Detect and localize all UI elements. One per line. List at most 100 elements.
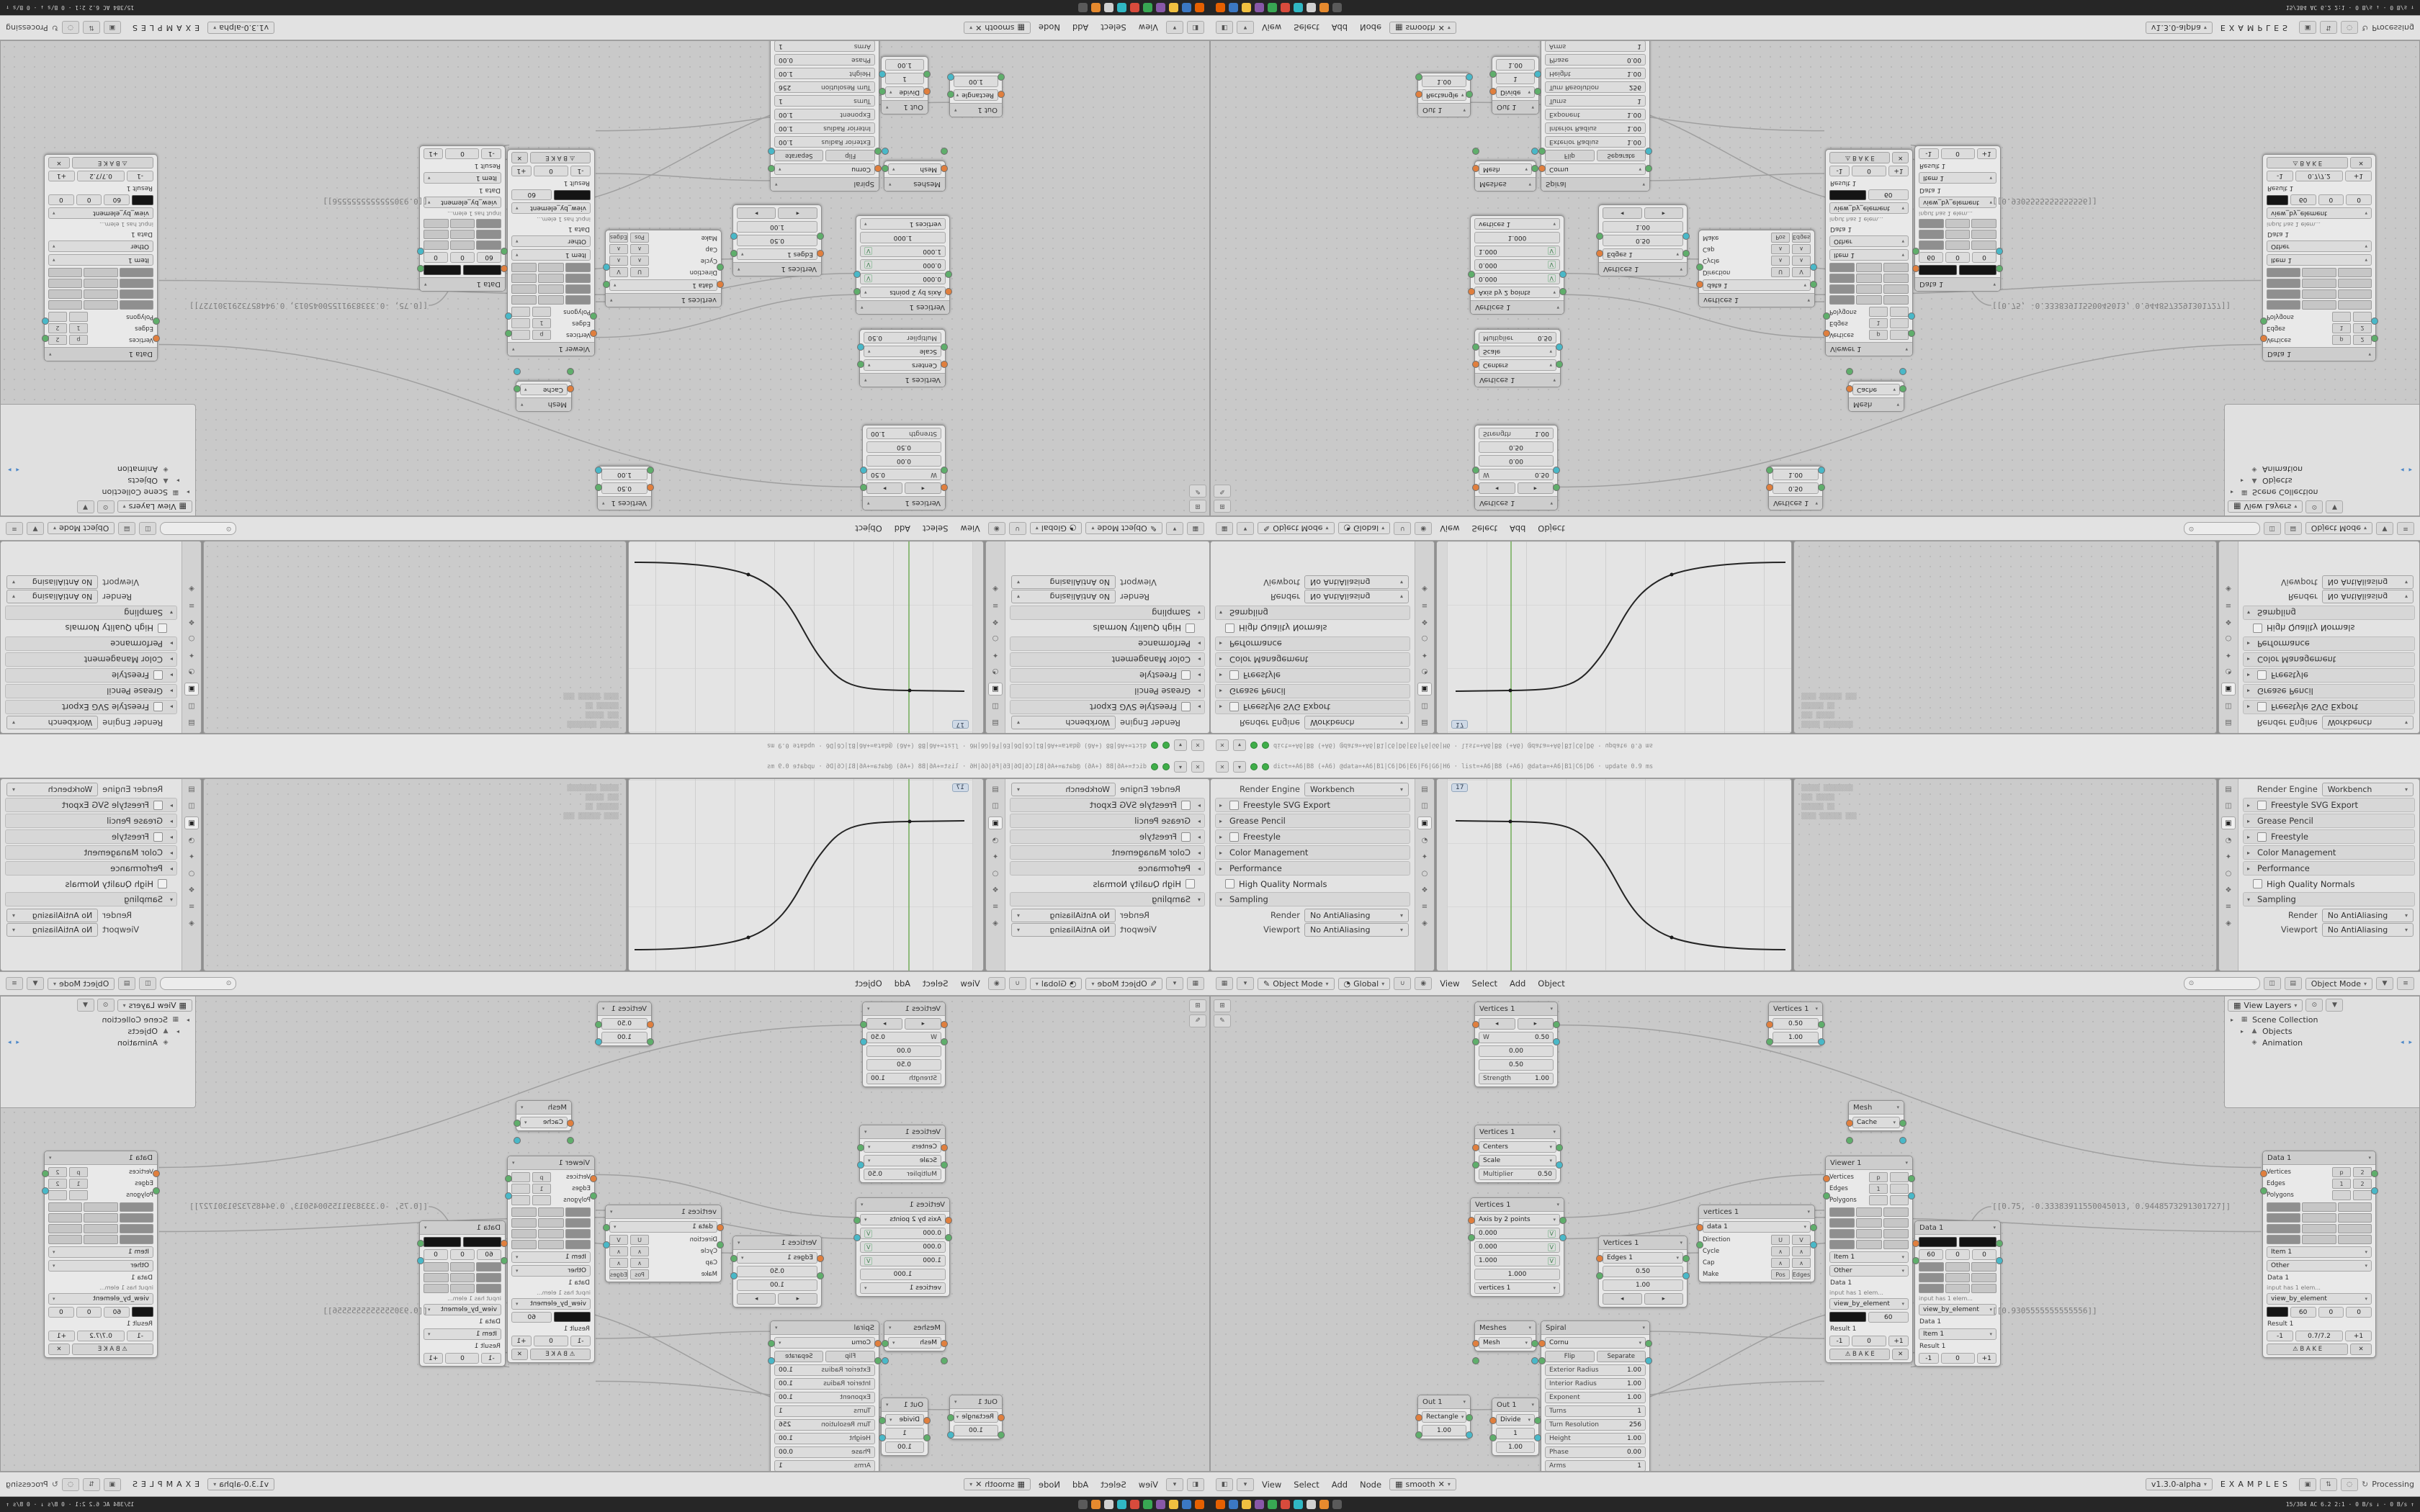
output-socket[interactable]: [882, 165, 889, 172]
menu-node[interactable]: Node: [1038, 1479, 1060, 1490]
toggle-button[interactable]: [2337, 300, 2372, 310]
properties-tab-icon[interactable]: ○: [1421, 869, 1428, 878]
table-cell-button[interactable]: 1: [532, 318, 551, 328]
properties-tab-icon[interactable]: ▤: [188, 785, 195, 793]
outliner-item-animation[interactable]: ◈Animation◂ ▸: [2228, 464, 2416, 475]
chevron-down-icon[interactable]: ▾: [1237, 1477, 1254, 1491]
toggle-button[interactable]: [1919, 1262, 1944, 1272]
app-icon[interactable]: [1319, 3, 1329, 12]
input-socket[interactable]: [941, 361, 948, 368]
annotate-icon[interactable]: ✎: [1189, 1014, 1206, 1027]
output-socket[interactable]: [1556, 1144, 1563, 1151]
properties-tab-icon[interactable]: ✦: [188, 852, 195, 861]
panel-header-sampling[interactable]: ▾Sampling: [1010, 606, 1205, 620]
render-engine-dropdown[interactable]: Workbench▾: [6, 716, 99, 730]
panel-header-color-management[interactable]: ▸Color Management: [1010, 845, 1205, 860]
toggle-button[interactable]: [424, 240, 449, 250]
app-icon[interactable]: [1307, 3, 1316, 12]
number-field[interactable]: 0: [1972, 1249, 1996, 1260]
dropdown[interactable]: Other▾: [48, 240, 153, 252]
table-cell-button[interactable]: V: [609, 267, 628, 277]
stepper-value[interactable]: 0.7/7.2: [77, 1331, 125, 1341]
output-socket[interactable]: [1556, 343, 1563, 351]
node-out-1[interactable]: Out 1▾Rectangle▾1.00: [1415, 1395, 1473, 1439]
table-cell-button[interactable]: p: [2332, 1167, 2351, 1177]
menu-node[interactable]: Node: [1038, 22, 1060, 33]
output-socket[interactable]: [1908, 312, 1915, 320]
toggle-button[interactable]: [2302, 1213, 2336, 1223]
output-socket[interactable]: [1899, 1137, 1906, 1144]
table-cell-button[interactable]: V: [1792, 1235, 1811, 1245]
toggle-button[interactable]: [119, 1213, 153, 1223]
properties-tab-icon[interactable]: ◈: [2226, 585, 2231, 593]
panel-header-grease-pencil[interactable]: ▸Grease Pencil: [1010, 814, 1205, 828]
output-socket[interactable]: [1559, 1217, 1567, 1224]
menu-view[interactable]: View: [1138, 22, 1158, 33]
antialiasing-dropdown[interactable]: No AntiAliasing▾: [1011, 575, 1116, 590]
table-cell-button[interactable]: [532, 307, 551, 317]
panel-header-grease-pencil[interactable]: ▸Grease Pencil: [5, 684, 177, 698]
node-header[interactable]: Vertices 1▾: [1769, 1002, 1822, 1016]
node-header[interactable]: Viewer 1▾: [1826, 1156, 1912, 1170]
panel-checkbox[interactable]: [2257, 832, 2267, 842]
number-field[interactable]: 1.00: [954, 76, 998, 87]
toggle-button[interactable]: [1971, 1284, 1996, 1293]
properties-tab-icon[interactable]: ○: [188, 634, 195, 643]
panel-checkbox[interactable]: [1229, 670, 1239, 680]
toggle-button[interactable]: [511, 1218, 537, 1228]
menu-add[interactable]: Add: [1331, 22, 1348, 33]
bake-button[interactable]: ⚠ B A K E: [71, 1344, 153, 1355]
toggle-button[interactable]: [1829, 284, 1855, 294]
input-socket[interactable]: [2260, 318, 2267, 325]
node-button[interactable]: ◂: [1603, 1293, 1642, 1305]
table-cell-button[interactable]: U: [630, 267, 649, 277]
antialiasing-dropdown[interactable]: No AntiAliasing▾: [1304, 590, 1409, 604]
number-field[interactable]: 1.00: [1422, 1425, 1466, 1436]
node-button[interactable]: ▸: [866, 1018, 903, 1030]
output-socket[interactable]: [860, 1021, 867, 1028]
properties-tab-icon[interactable]: ◈: [992, 919, 998, 927]
toggle-button[interactable]: [2267, 268, 2301, 277]
menu-object[interactable]: Object: [855, 978, 882, 989]
properties-tab-icon[interactable]: ▣: [2221, 683, 2236, 696]
node-header[interactable]: Out 1▾: [950, 103, 1002, 117]
stepper-value[interactable]: 0: [445, 1353, 480, 1364]
table-cell-button[interactable]: 2: [48, 323, 67, 333]
output-socket[interactable]: [505, 330, 512, 337]
input-socket[interactable]: [941, 1038, 948, 1045]
node-header[interactable]: Spiral▾: [1541, 1321, 1649, 1335]
toggle-button[interactable]: [48, 300, 83, 310]
toggle-button[interactable]: [119, 279, 153, 288]
dropdown[interactable]: Rectangle▾: [954, 89, 998, 101]
high-quality-normals-checkbox[interactable]: [158, 879, 167, 888]
output-socket[interactable]: [1818, 1038, 1825, 1045]
number-field[interactable]: 0.50: [866, 441, 941, 453]
output-socket[interactable]: [1466, 73, 1473, 81]
output-socket[interactable]: [1818, 484, 1825, 491]
output-socket[interactable]: [857, 343, 864, 351]
menu-select[interactable]: Select: [1471, 523, 1498, 534]
node-header[interactable]: Data 1▾: [2263, 347, 2375, 361]
node-header[interactable]: Spiral▾: [771, 177, 879, 191]
number-field[interactable]: 0: [2346, 1307, 2372, 1318]
number-field[interactable]: 1.00: [954, 1425, 998, 1436]
panel-header-color-management[interactable]: ▸Color Management: [1215, 845, 1410, 860]
graph-channels-region[interactable]: [1437, 779, 1448, 971]
number-field[interactable]: 0: [2318, 1307, 2344, 1318]
editor-type-icon[interactable]: ◧: [1216, 21, 1233, 35]
output-socket[interactable]: [1810, 1241, 1817, 1248]
toggle-button[interactable]: [565, 295, 591, 305]
dropdown[interactable]: Scale▾: [864, 1155, 941, 1166]
output-socket[interactable]: [860, 484, 867, 491]
dropdown[interactable]: Cornu▾: [1545, 1337, 1646, 1349]
properties-tab-icon[interactable]: ◈: [189, 585, 194, 593]
